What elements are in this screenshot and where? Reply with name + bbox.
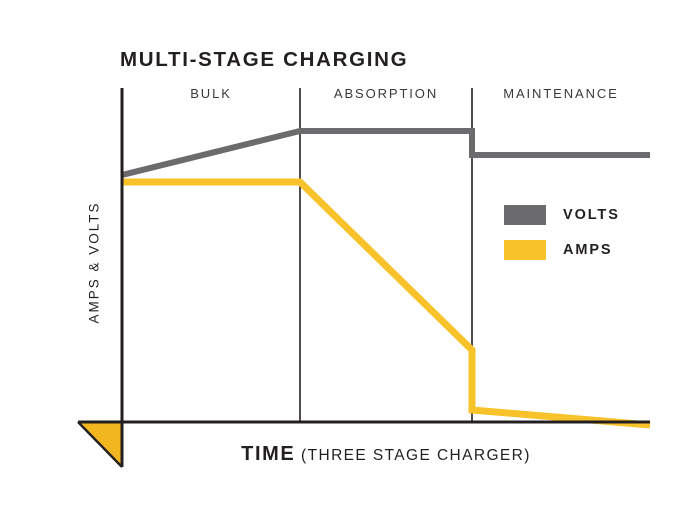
- origin-wedge-diagonal: [77, 421, 123, 468]
- legend-swatch-volts: [504, 205, 546, 225]
- legend-label-volts: VOLTS: [563, 207, 620, 223]
- legend-swatch-amps: [504, 240, 546, 260]
- x-axis-label: TIME (THREE STAGE CHARGER): [122, 443, 650, 466]
- chart-title: MULTI-STAGE CHARGING: [120, 48, 409, 71]
- legend-item-volts: VOLTS: [504, 205, 620, 225]
- stage-label-absorption: ABSORPTION: [333, 86, 439, 101]
- x-axis-label-sub: (THREE STAGE CHARGER): [295, 447, 531, 464]
- legend-label-amps: AMPS: [563, 242, 613, 258]
- x-axis-label-main: TIME: [241, 443, 296, 465]
- stage-label-bulk: BULK: [190, 86, 232, 101]
- series-line-amps: [122, 178, 651, 429]
- series-line-volts: [121, 128, 650, 178]
- legend-item-amps: AMPS: [504, 240, 620, 260]
- stage-label-maintenance: MAINTENANCE: [503, 86, 619, 101]
- chart-legend: VOLTS AMPS: [504, 205, 620, 275]
